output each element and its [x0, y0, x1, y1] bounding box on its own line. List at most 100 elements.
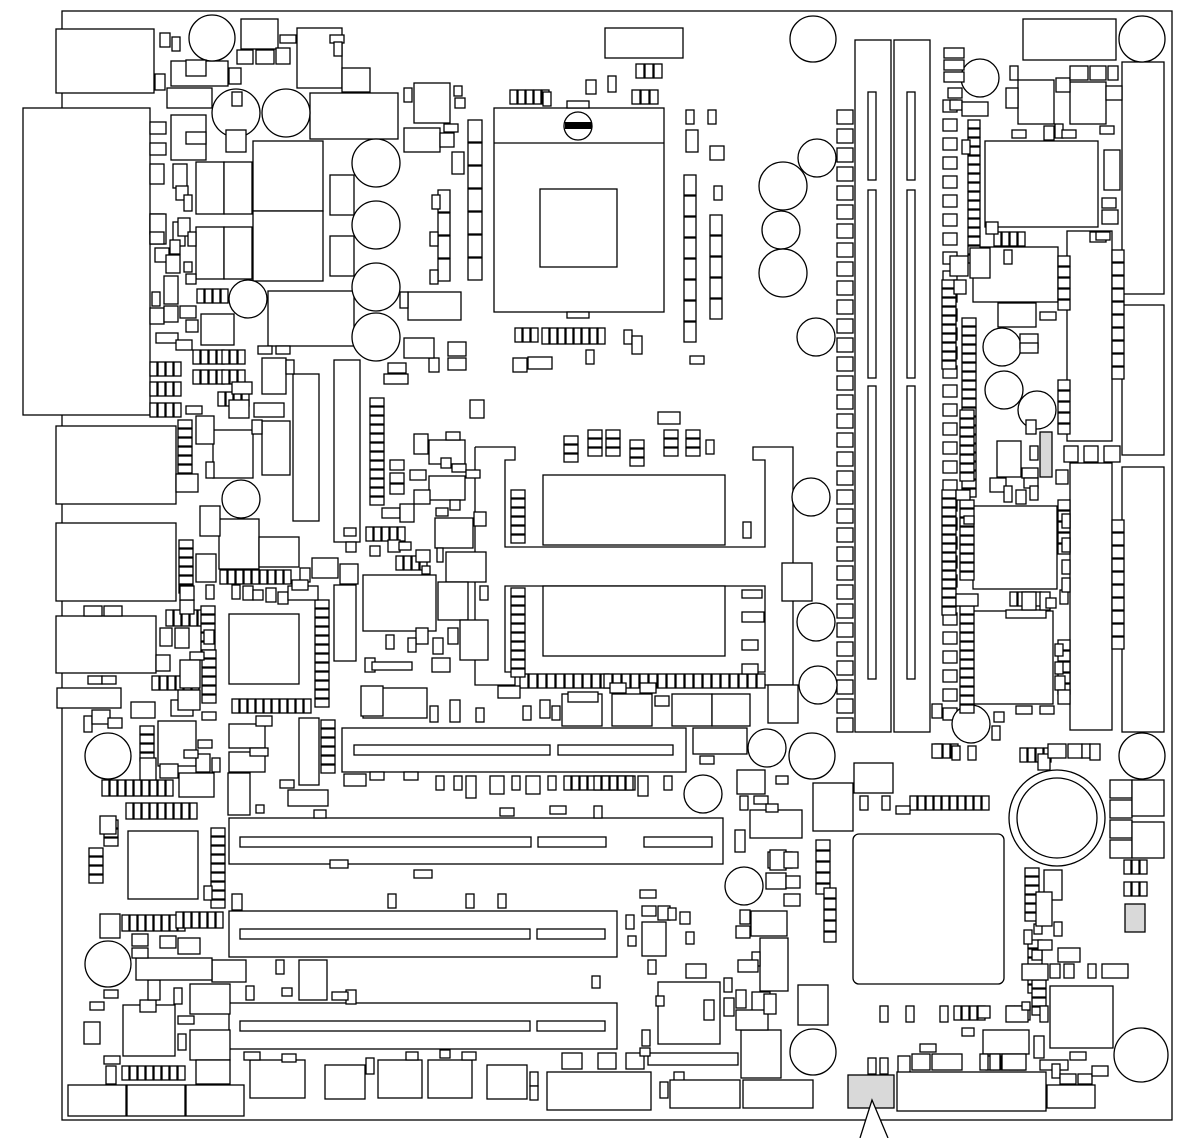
resistor — [181, 802, 190, 820]
memory-resistor — [942, 213, 958, 227]
passive-component — [1054, 643, 1064, 657]
passive-component — [625, 1052, 645, 1070]
passive-component — [429, 269, 439, 285]
resistor — [959, 472, 975, 482]
ic-chip — [641, 921, 667, 957]
resistor — [581, 327, 590, 345]
io-connector — [22, 107, 151, 416]
resistor — [959, 418, 975, 428]
passive-component — [1109, 839, 1133, 859]
ic-chip — [486, 1064, 528, 1100]
passive-component — [679, 911, 691, 925]
capacitor — [351, 262, 401, 312]
passive-component — [723, 977, 733, 993]
ic-chip — [329, 235, 355, 277]
capacitor — [1118, 732, 1166, 780]
resistor — [369, 397, 385, 407]
passive-component — [89, 1001, 105, 1011]
cmos-battery — [1016, 777, 1098, 859]
passive-component — [187, 231, 197, 247]
passive-component — [551, 705, 561, 721]
resistor — [320, 764, 336, 774]
passive-component — [939, 1005, 949, 1023]
passive-component — [1081, 743, 1091, 759]
resistor — [165, 779, 174, 797]
ic-chip — [212, 429, 254, 479]
passive-component — [413, 489, 431, 505]
resistor — [917, 795, 926, 811]
resistor — [941, 570, 957, 580]
resistor — [369, 451, 385, 461]
passive-component — [431, 194, 441, 210]
resistor — [709, 277, 723, 299]
resistor — [573, 327, 582, 345]
passive-component — [231, 893, 243, 911]
passive-component — [1015, 705, 1033, 715]
passive-component — [101, 675, 117, 685]
passive-component — [131, 947, 149, 959]
resistor — [1057, 423, 1071, 435]
ic-chip — [218, 518, 260, 570]
resistor — [933, 795, 942, 811]
resistor — [635, 63, 645, 79]
resistor — [959, 623, 975, 633]
passive-component — [659, 1081, 669, 1099]
passive-component — [447, 627, 459, 645]
passive-component — [389, 472, 405, 484]
ic-chip — [982, 1029, 1030, 1055]
memory-resistor — [836, 679, 854, 695]
resistor — [756, 673, 766, 689]
resistor — [210, 899, 226, 909]
capacitor — [351, 200, 401, 250]
resistor — [959, 605, 975, 615]
passive-component — [387, 362, 407, 374]
passive-component — [415, 549, 431, 563]
resistor — [1057, 255, 1071, 267]
edge-connector — [126, 1084, 186, 1117]
resistor — [961, 362, 977, 372]
slot-key — [906, 189, 916, 379]
resistor — [510, 623, 526, 633]
resistor — [239, 698, 248, 714]
resistor — [579, 775, 588, 791]
memory-resistor — [836, 527, 854, 543]
memory-resistor — [942, 232, 958, 246]
resistor — [141, 802, 150, 820]
resistor — [1031, 997, 1047, 1007]
memory-resistor — [836, 584, 854, 600]
resistor — [587, 438, 603, 448]
ic-chip — [972, 610, 1054, 705]
resistor — [263, 698, 272, 714]
resistor — [941, 579, 957, 589]
ic-chip — [227, 772, 251, 816]
resistor — [530, 327, 539, 343]
resistor — [369, 415, 385, 425]
socket-tab — [566, 311, 590, 319]
ic-chip — [604, 27, 684, 59]
resistor — [587, 447, 603, 457]
passive-component — [211, 757, 221, 773]
resistor — [967, 209, 981, 219]
ic-chip — [329, 174, 355, 216]
slot-key — [867, 385, 877, 680]
passive-component — [1061, 129, 1077, 139]
capacitor — [758, 248, 808, 298]
resistor — [295, 698, 304, 714]
passive-component — [1051, 1063, 1061, 1079]
memory-resistor — [836, 489, 854, 505]
resistor — [1111, 558, 1125, 572]
capacitor — [960, 58, 1000, 98]
resistor — [546, 673, 556, 689]
resistor — [314, 653, 330, 663]
memory-resistor — [836, 128, 854, 144]
resistor — [153, 1065, 162, 1081]
passive-component — [385, 634, 395, 650]
slot-key — [867, 91, 877, 181]
ic-chip — [711, 693, 751, 727]
resistor — [178, 575, 194, 585]
resistor — [159, 675, 168, 691]
ic-chip — [189, 983, 231, 1015]
resistor — [437, 258, 451, 282]
resistor — [320, 737, 336, 747]
resistor — [959, 650, 975, 660]
